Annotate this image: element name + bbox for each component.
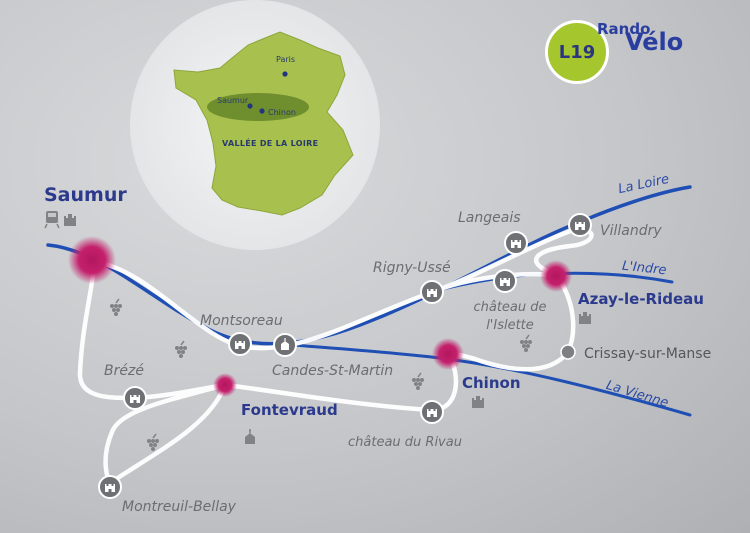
castle-icon[interactable] xyxy=(420,400,444,424)
major-stops xyxy=(68,236,576,397)
place-label-rigny: Rigny-Ussé xyxy=(373,260,451,276)
church-icon[interactable] xyxy=(273,333,297,357)
castle-icon[interactable] xyxy=(504,231,528,255)
grapes-icon xyxy=(175,340,187,358)
castle-small-icon xyxy=(579,312,591,324)
paris-dot xyxy=(282,71,288,77)
place-label-azay: Azay-le-Rideau xyxy=(578,290,704,308)
place-label-candes: Candes-St-Martin xyxy=(272,363,394,379)
route-badge: L19 xyxy=(545,20,609,84)
castle-icon[interactable] xyxy=(98,475,122,499)
grapes-icon xyxy=(520,334,532,352)
brand-rando: Rando xyxy=(597,20,651,38)
place-label-crissay: Crissay-sur-Manse xyxy=(584,346,712,362)
castle-icon[interactable] xyxy=(123,386,147,410)
inset-region-label: VALLÉE DE LA LOIRE xyxy=(222,139,319,148)
castle-icon[interactable] xyxy=(420,280,444,304)
brand-velo: Vélo xyxy=(625,28,684,56)
castle-small-icon xyxy=(64,214,76,226)
inset-map xyxy=(130,0,380,250)
river-loire xyxy=(46,185,692,346)
place-label-langeais: Langeais xyxy=(458,210,521,226)
loire-valley-zone xyxy=(207,93,309,121)
saumur-inset-dot xyxy=(247,103,253,109)
stop-saumur[interactable] xyxy=(68,236,116,284)
castle-icon[interactable] xyxy=(493,269,517,293)
place-label-fontevraud: Fontevraud xyxy=(241,401,338,419)
church-small-icon xyxy=(245,429,255,444)
route-code: L19 xyxy=(558,41,596,63)
stop-fontevraud[interactable] xyxy=(213,373,237,397)
place-label-villandry: Villandry xyxy=(600,223,662,239)
poi-symbols xyxy=(44,211,591,451)
castle-small-icon xyxy=(472,396,484,408)
france-shape xyxy=(173,31,354,216)
inset-city-label: Saumur xyxy=(217,96,249,105)
stop-chinon[interactable] xyxy=(432,338,464,370)
place-label-saumur: Saumur xyxy=(44,184,127,206)
stop-azay-le-rideau[interactable] xyxy=(540,260,572,292)
castle-icon[interactable] xyxy=(568,213,592,237)
place-label-breze: Brézé xyxy=(104,363,144,379)
inset-city-label: Chinon xyxy=(268,108,296,117)
chinon-inset-dot xyxy=(259,108,265,114)
place-label-montreuil: Montreuil-Bellay xyxy=(122,499,236,515)
place-label-islette: château de l'Islette xyxy=(473,300,547,333)
place-label-chinon: Chinon xyxy=(462,374,521,392)
place-label-rivau: château du Rivau xyxy=(348,435,462,450)
castle-icon[interactable] xyxy=(228,332,252,356)
grapes-icon xyxy=(412,372,424,390)
inset-city-label: Paris xyxy=(276,55,296,64)
grapes-icon xyxy=(147,433,159,451)
stop-crissay[interactable] xyxy=(560,344,576,360)
castle-icons xyxy=(98,213,592,499)
train-icon xyxy=(44,211,60,229)
place-label-montsoreau: Montsoreau xyxy=(200,313,283,329)
grapes-icon xyxy=(110,298,122,316)
